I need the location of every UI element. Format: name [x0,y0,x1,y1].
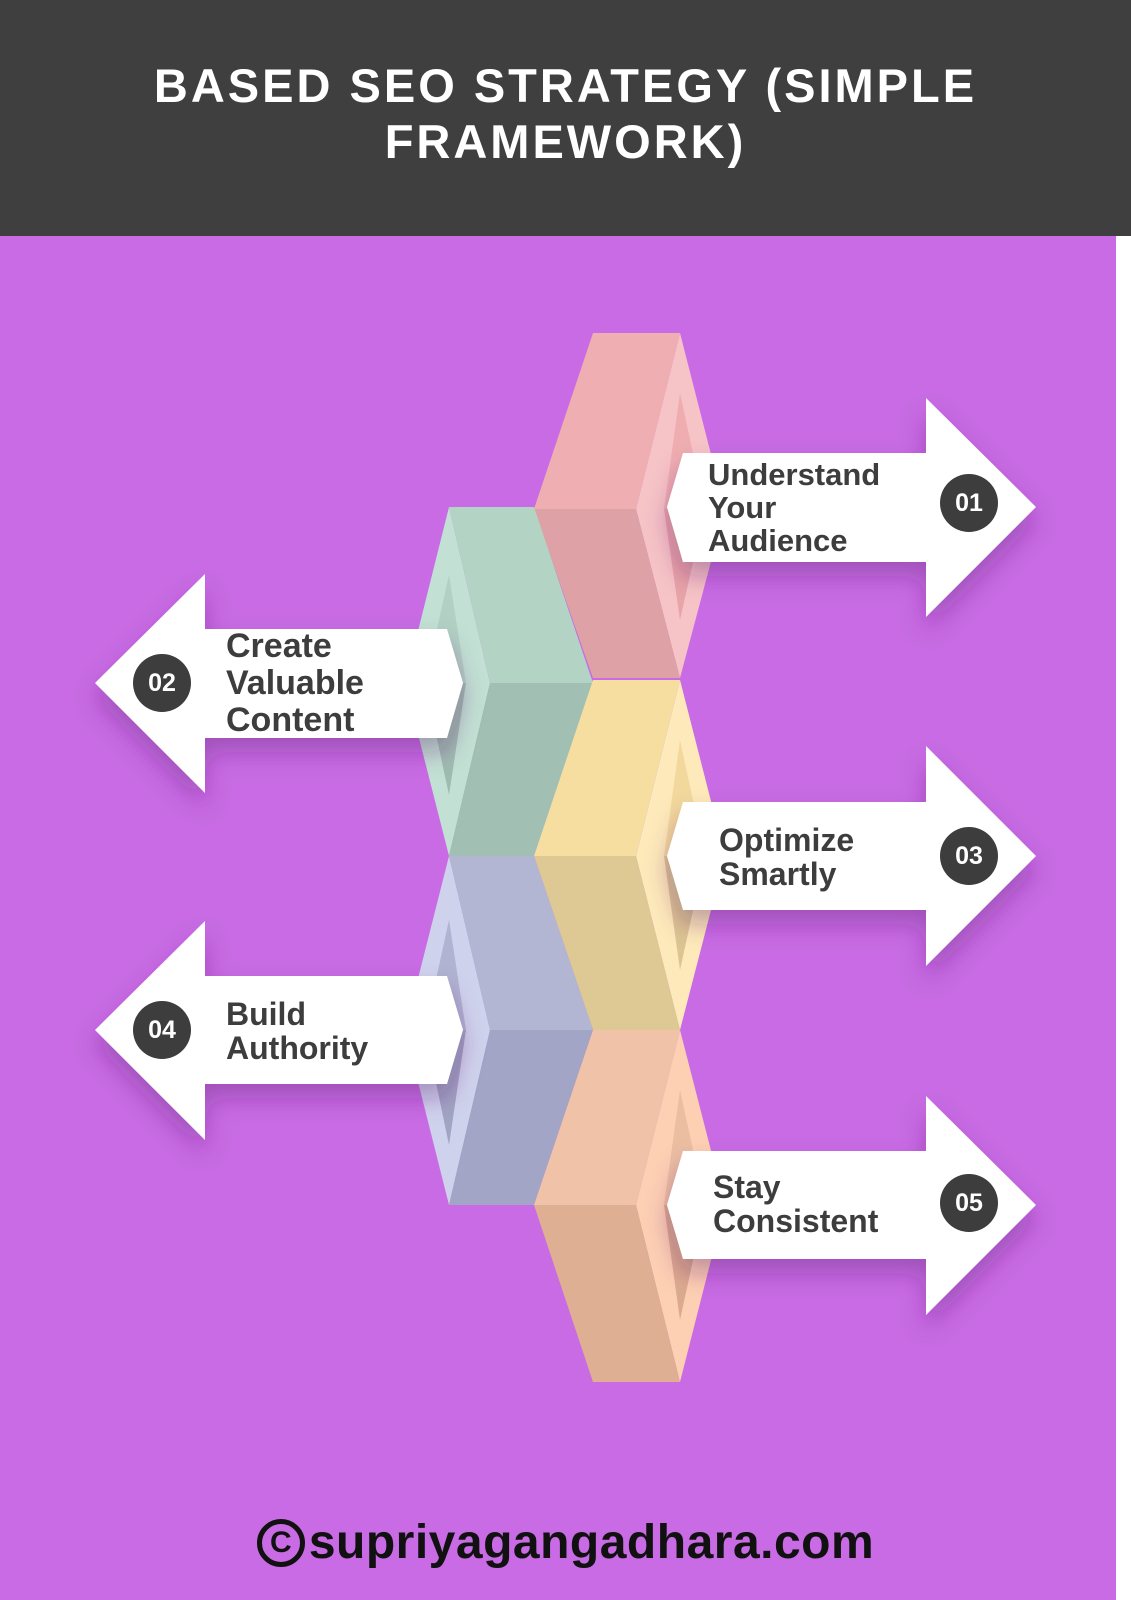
step-3-block [534,680,725,1030]
step-1-number-badge: 01 [940,474,998,532]
step-5-top-face [534,1030,680,1205]
step-3-bottom-face [534,856,680,1030]
website-link[interactable]: supriyagangadhara.com [308,1516,875,1569]
step-2-label: Create Valuable Content [226,627,364,739]
step-4-top-face [449,856,593,1030]
step-5-bottom-face [534,1205,680,1382]
step-4-arrow [95,921,463,1140]
step-4-label: Build Authority [226,996,369,1066]
step-5-label: Stay Consistent [713,1169,879,1239]
step-1-label: Understand Your Audience [708,457,881,558]
right-edge-strip [1116,236,1131,1600]
step-3-number-badge: 03 [940,827,998,885]
step-4-number-badge: 04 [133,1001,191,1059]
step-4-block [405,856,593,1205]
step-2-bottom-face [449,683,593,856]
step-1-arrow [667,398,1036,617]
step-1-top-face [534,333,680,509]
page-title: BASED SEO STRATEGY (SIMPLE FRAMEWORK) [153,59,978,168]
step-2-number-badge: 02 [133,654,191,712]
step-2-top-face [449,507,593,683]
step-1-bottom-face [534,509,680,678]
step-5-number-badge: 05 [940,1174,998,1232]
step-2-arrow [95,574,463,793]
step-3-label: Optimize Smartly [719,822,855,892]
step-3-arrow [667,746,1036,966]
footer-credit: C supriyagangadhara.com [0,1515,1131,1570]
step-3-top-face [534,680,680,856]
header-banner: BASED SEO STRATEGY (SIMPLE FRAMEWORK) [0,0,1131,236]
step-1-block [534,333,725,678]
step-4-bottom-face [449,1030,593,1205]
copyright-icon: C [256,1518,305,1567]
step-5-arrow [667,1096,1036,1315]
